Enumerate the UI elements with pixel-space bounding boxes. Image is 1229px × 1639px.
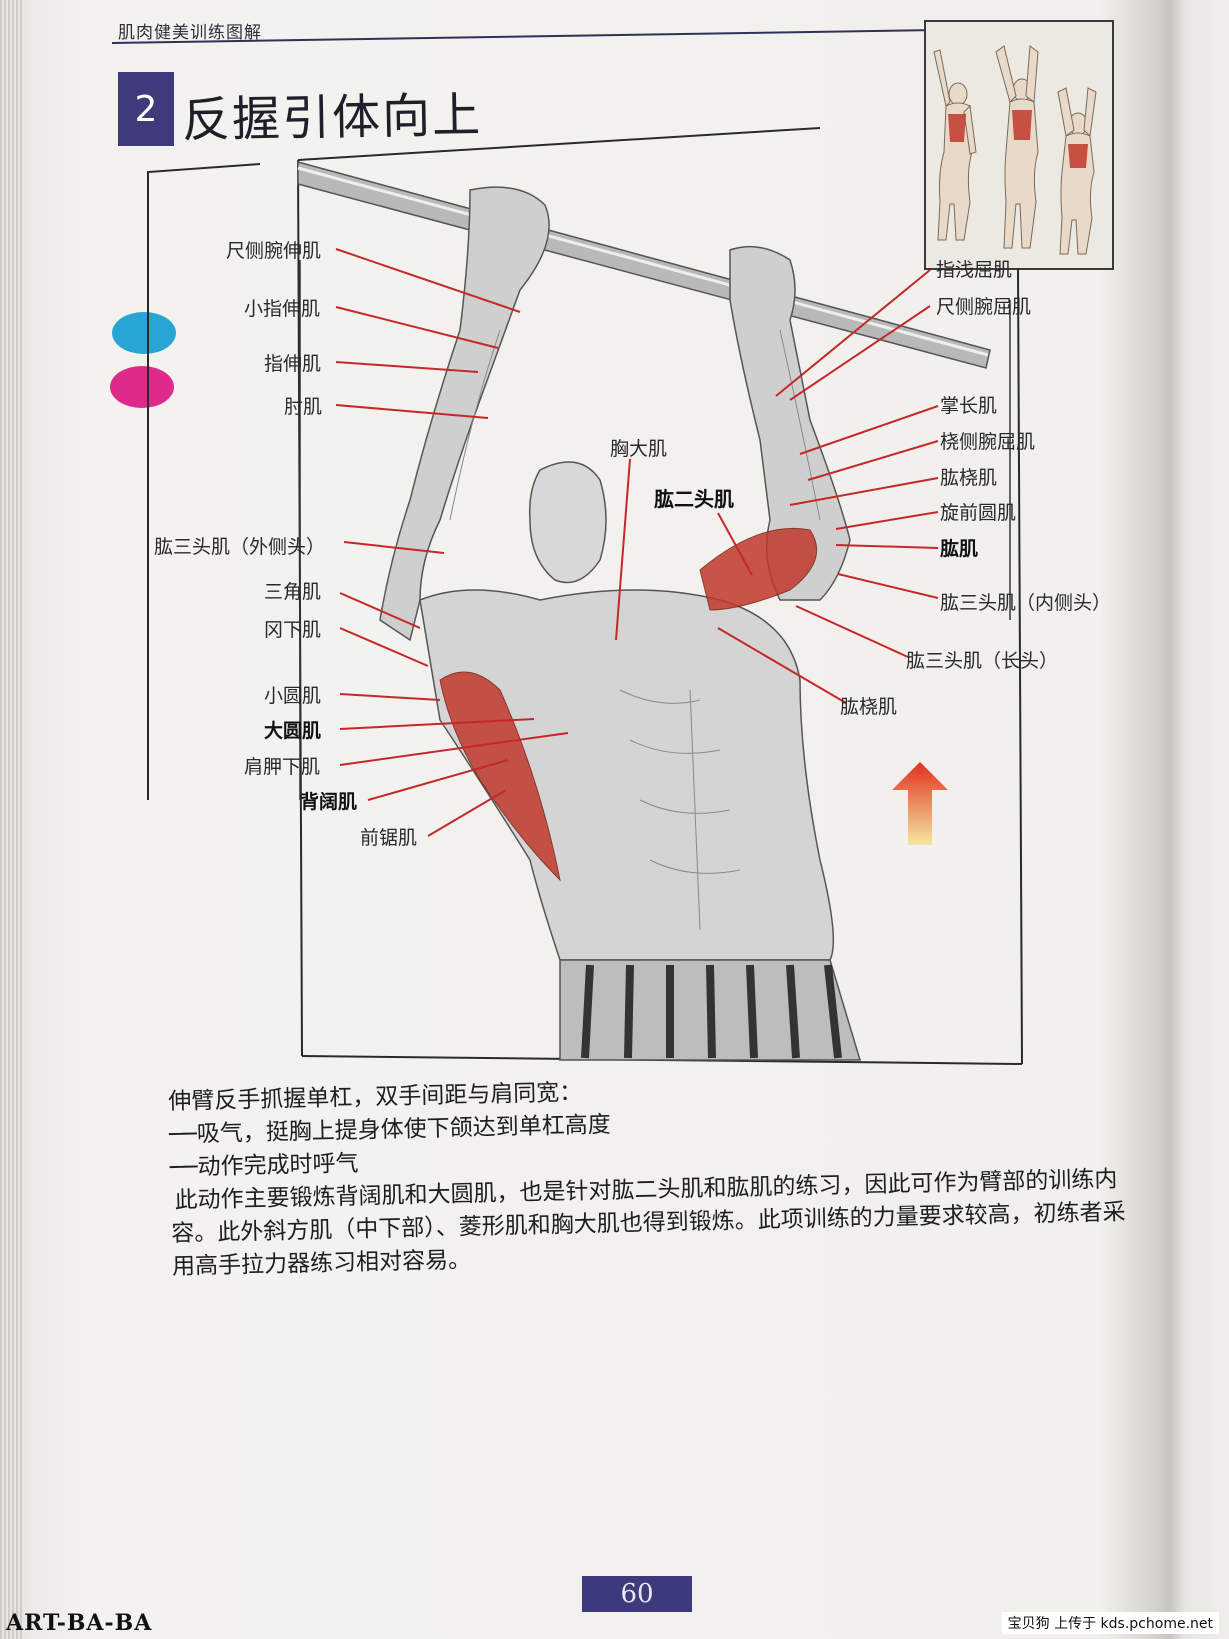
label-pectoralis-major: 胸大肌 <box>610 438 668 460</box>
label-extensor-carpi-ulnaris: 尺侧腕伸肌 <box>226 240 322 262</box>
label-teres-major: 大圆肌 <box>264 720 322 742</box>
thumbnail-figures <box>924 20 1114 270</box>
watermark-right: 宝贝狗 上传于 kds.pchome.net <box>1001 1612 1219 1634</box>
label-palmaris-longus: 掌长肌 <box>940 395 998 417</box>
pink-marker-dot <box>110 366 174 408</box>
label-deltoid: 三角肌 <box>264 581 322 603</box>
exercise-number-badge: 2 <box>118 72 174 146</box>
label-subscapularis: 肩胛下肌 <box>244 756 321 778</box>
exercise-description: 伸臂反手抓握单杠，双手间距与肩同宽： ──吸气，挺胸上提身体使下颌达到单杠高度 … <box>168 1064 1142 1284</box>
label-infraspinatus: 冈下肌 <box>264 619 322 641</box>
label-anconeus: 肘肌 <box>284 396 323 418</box>
page-stack-edge <box>0 0 22 1639</box>
up-arrow-icon <box>892 762 948 845</box>
thumbnail-figures-drawing <box>933 45 1097 255</box>
label-brachialis: 肱肌 <box>940 538 979 560</box>
label-extensor-digitorum: 指伸肌 <box>264 353 322 375</box>
running-header: 肌肉健美训练图解 <box>118 23 262 43</box>
blue-marker-dot <box>112 312 176 354</box>
label-flexor-carpi-ulnaris: 尺侧腕屈肌 <box>936 296 1032 318</box>
label-brachioradialis-lower: 肱桡肌 <box>840 696 898 718</box>
label-pronator-teres: 旋前圆肌 <box>940 502 1017 524</box>
label-biceps: 肱二头肌 <box>654 487 734 511</box>
latissimus-muscle <box>439 671 561 882</box>
label-latissimus-dorsi: 背阔肌 <box>300 791 358 813</box>
pullup-bar <box>297 161 991 369</box>
biceps-muscle <box>699 527 818 611</box>
label-flexor-carpi-radialis: 桡侧腕屈肌 <box>940 431 1036 453</box>
label-extensor-digiti-minimi: 小指伸肌 <box>244 298 321 320</box>
label-serratus-anterior: 前锯肌 <box>360 827 418 849</box>
page-number: 60 <box>582 1576 692 1612</box>
label-triceps-long-head: 肱三头肌（长头） <box>906 650 1059 672</box>
label-brachioradialis-upper: 肱桡肌 <box>940 467 998 489</box>
label-teres-minor: 小圆肌 <box>264 685 322 707</box>
watermark-left: ART-BA-BA <box>6 1610 153 1636</box>
label-triceps-lateral-head: 肱三头肌（外侧头） <box>154 536 326 558</box>
label-triceps-medial-head: 肱三头肌（内侧头） <box>940 592 1112 614</box>
label-flexor-digitorum-superficialis: 指浅屈肌 <box>936 259 1013 281</box>
